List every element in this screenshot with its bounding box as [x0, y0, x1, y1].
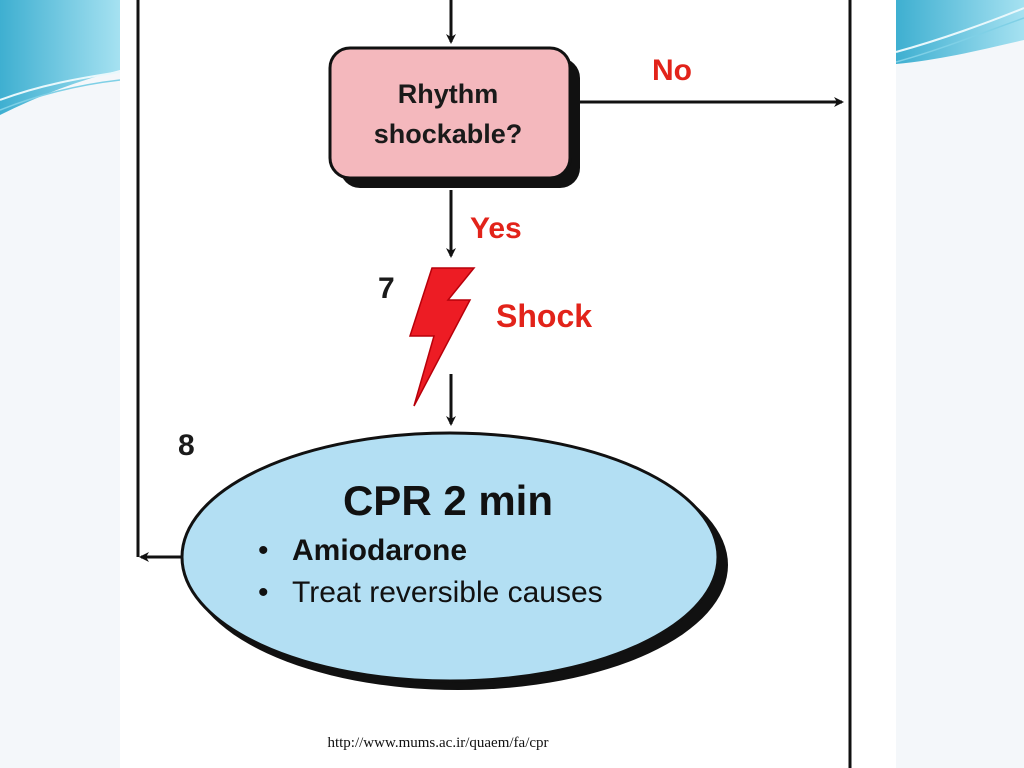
step-7-number: 7	[378, 272, 395, 305]
decision-box: Rhythm shockable?	[328, 46, 580, 188]
bullet-marker-1: •	[258, 534, 269, 567]
no-label: No	[652, 54, 692, 87]
decision-line-1: Rhythm	[398, 79, 499, 109]
bullet-amiodarone: Amiodarone	[292, 534, 467, 567]
decision-line-2: shockable?	[374, 119, 523, 149]
step-8-number: 8	[178, 429, 195, 462]
cpr-ellipse: CPR 2 min • Amiodarone • Treat reversibl…	[180, 431, 728, 690]
left-wave-decoration	[0, 0, 120, 115]
bullet-marker-2: •	[258, 576, 269, 609]
lightning-bolt-icon	[408, 267, 476, 407]
cpr-title: CPR 2 min	[343, 477, 553, 524]
shock-label: Shock	[496, 298, 592, 334]
yes-label: Yes	[470, 212, 522, 245]
source-url: http://www.mums.ac.ir/quaem/fa/cpr	[327, 735, 549, 751]
bullet-treat-causes: Treat reversible causes	[292, 576, 603, 609]
